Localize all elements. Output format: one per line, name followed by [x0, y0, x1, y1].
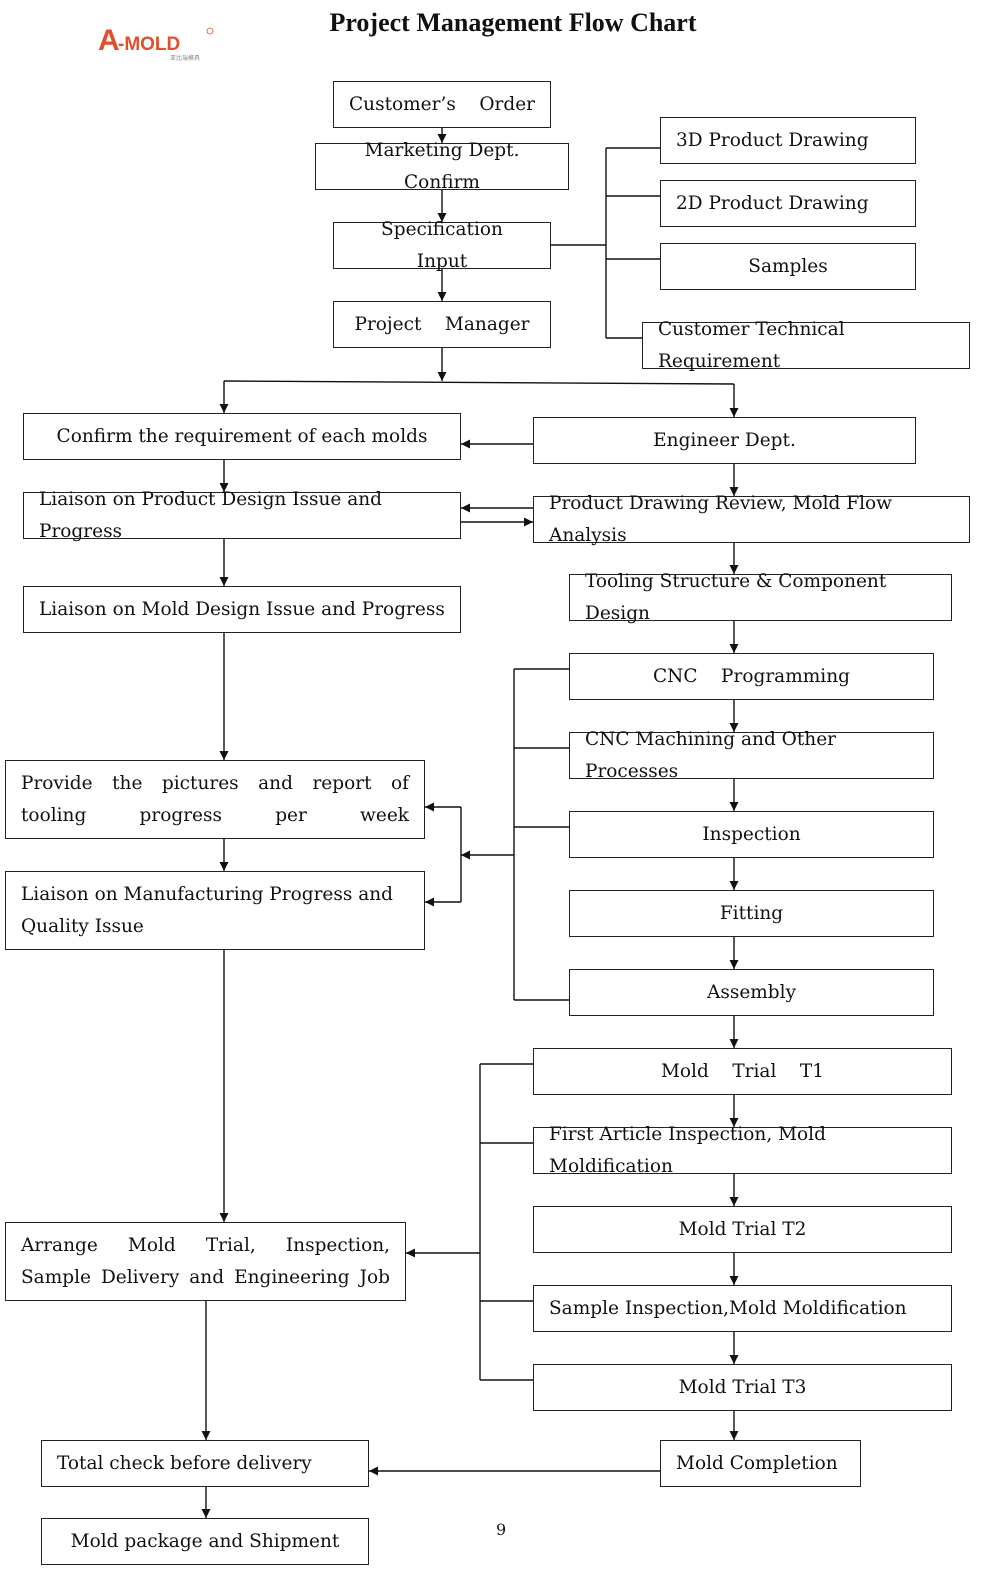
box-mold-trial-t2: Mold Trial T2 [533, 1206, 952, 1253]
svg-text:亚比瑞模具: 亚比瑞模具 [170, 54, 200, 62]
connector-line [223, 380, 735, 385]
box-label: Customer Technical Requirement [658, 318, 851, 372]
box-label: Customer’s Order [349, 93, 536, 115]
box-label: Tooling Structure & Component Design [585, 570, 893, 624]
box-total-check: Total check before delivery [41, 1440, 369, 1487]
box-label: Mold Trial T2 [678, 1218, 807, 1240]
box-label: Provide the pictures and report of tooli… [21, 772, 415, 826]
box-label: Liaison on Product Design Issue and Prog… [39, 488, 388, 542]
box-label: Arrange Mold Trial, Inspection, Sample D… [21, 1234, 396, 1288]
box-fitting: Fitting [569, 890, 934, 937]
box-specification-input: Specification Input [333, 219, 551, 272]
box-customer-order: Customer’s Order [333, 81, 551, 128]
box-label: Fitting [719, 902, 784, 924]
box-label: 3D Product Drawing [676, 129, 869, 151]
box-label: Liaison on Mold Design Issue and Progres… [39, 598, 445, 620]
box-liaison-mold-design: Liaison on Mold Design Issue and Progres… [23, 586, 461, 633]
box-liaison-product-design: Liaison on Product Design Issue and Prog… [23, 489, 461, 542]
box-label: Confirm the requirement of each molds [56, 425, 428, 447]
box-engineer-dept: Engineer Dept. [533, 417, 916, 464]
box-label: First Article Inspection, Mold Moldifica… [549, 1123, 832, 1177]
box-samples: Samples [660, 243, 916, 290]
box-label: Product Drawing Review, Mold Flow Analys… [549, 492, 898, 546]
box-label: Engineer Dept. [653, 429, 796, 451]
box-label: CNC Programming [653, 665, 850, 687]
box-label: Liaison on Manufacturing Progress and Qu… [21, 883, 399, 937]
box-label: 2D Product Drawing [676, 192, 869, 214]
a-mold-logo: A -MOLD 亚比瑞模具 [98, 24, 214, 62]
box-label: Assembly [706, 981, 797, 1003]
box-tooling-structure: Tooling Structure & Component Design [569, 571, 952, 624]
box-label: Project Manager [354, 313, 530, 335]
box-label: Specification Input [381, 218, 527, 272]
box-marketing-confirm: Marketing Dept. Confirm [315, 140, 569, 193]
box-cnc-programming: CNC Programming [569, 653, 934, 700]
box-first-article: First Article Inspection, Mold Moldifica… [533, 1124, 952, 1177]
box-mold-trial-t1: Mold Trial T1 [533, 1048, 952, 1095]
box-mold-trial-t3: Mold Trial T3 [533, 1364, 952, 1411]
box-label: Total check before delivery [57, 1452, 312, 1474]
box-arrange-mold-trial: Arrange Mold Trial, Inspection, Sample D… [5, 1222, 406, 1301]
box-inspection: Inspection [569, 811, 934, 858]
box-label: Mold Completion [676, 1452, 838, 1474]
box-confirm-requirement: Confirm the requirement of each molds [23, 413, 461, 460]
svg-text:A: A [98, 24, 120, 57]
box-drawing-review: Product Drawing Review, Mold Flow Analys… [533, 493, 970, 546]
box-sample-inspection: Sample Inspection,Mold Moldification [533, 1285, 952, 1332]
box-label: CNC Machining and Other Processes [585, 728, 842, 782]
box-cnc-machining: CNC Machining and Other Processes [569, 729, 934, 782]
box-drawing-2d: 2D Product Drawing [660, 180, 916, 227]
box-assembly: Assembly [569, 969, 934, 1016]
box-provide-pictures: Provide the pictures and report of tooli… [5, 760, 425, 839]
page-title: Project Management Flow Chart [329, 8, 697, 37]
box-label: Mold Trial T1 [660, 1060, 825, 1082]
svg-text:-MOLD: -MOLD [118, 34, 180, 55]
page-number: 9 [496, 1520, 507, 1539]
box-label: Inspection [702, 823, 801, 845]
box-label: Samples [748, 255, 828, 277]
box-label: Sample Inspection,Mold Moldification [549, 1297, 907, 1319]
box-project-manager: Project Manager [333, 301, 551, 348]
box-liaison-manufacturing: Liaison on Manufacturing Progress and Qu… [5, 871, 425, 950]
box-mold-completion: Mold Completion [660, 1440, 861, 1487]
box-mold-package: Mold package and Shipment [41, 1518, 369, 1565]
box-label: Mold Trial T3 [678, 1376, 807, 1398]
box-label: Mold package and Shipment [70, 1530, 340, 1552]
box-label: Marketing Dept. Confirm [364, 139, 526, 193]
box-customer-tech-req: Customer Technical Requirement [642, 319, 970, 372]
box-drawing-3d: 3D Product Drawing [660, 117, 916, 164]
